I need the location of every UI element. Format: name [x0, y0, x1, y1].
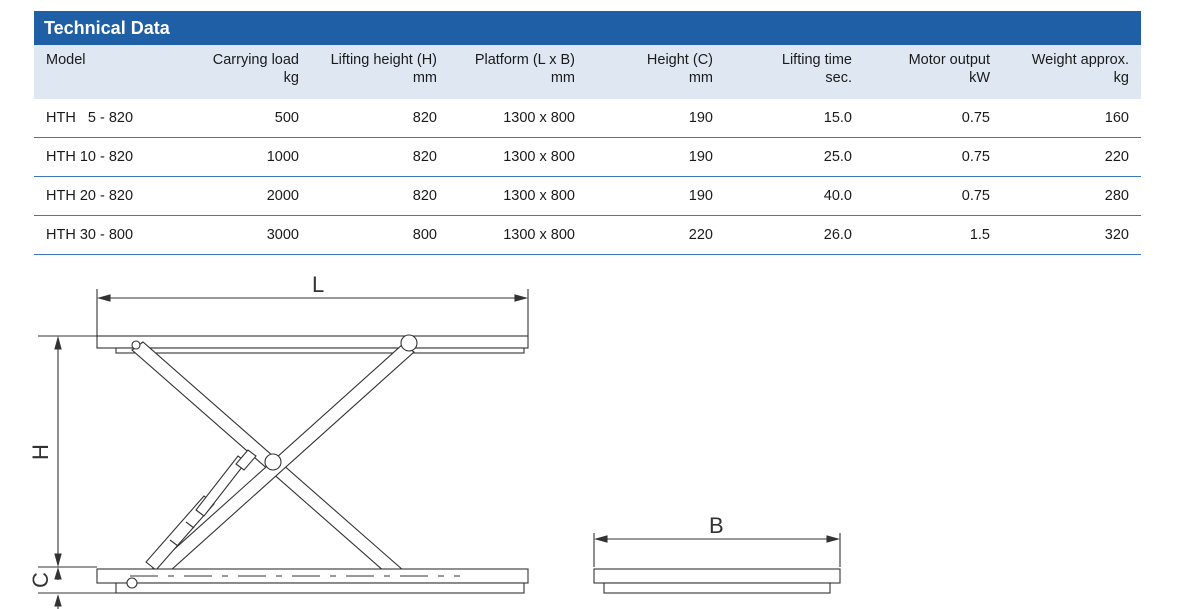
width-label: B: [709, 513, 724, 538]
table-row: HTH 5 - 820 500 820 1300 x 800 190 15.0 …: [34, 99, 1141, 138]
cell-model: HTH 30 - 800: [34, 215, 195, 255]
cell-height: 190: [587, 176, 725, 216]
cell-platform: 1300 x 800: [449, 176, 587, 216]
cell-lifting-height: 800: [311, 215, 449, 255]
cell-height: 190: [587, 99, 725, 138]
cell-height: 190: [587, 137, 725, 177]
top-platform: [96, 335, 529, 354]
length-label: L: [312, 272, 324, 297]
cell-carrying-load: 2000: [195, 176, 311, 216]
cell-motor-output: 0.75: [864, 176, 1002, 216]
base-frame: [96, 568, 529, 594]
cell-carrying-load: 3000: [195, 215, 311, 255]
cell-lifting-time: 15.0: [725, 99, 864, 138]
cell-weight: 220: [1002, 137, 1141, 177]
table-row: HTH 10 - 820 1000 820 1300 x 800 190 25.…: [34, 137, 1141, 177]
cell-lifting-height: 820: [311, 176, 449, 216]
table-row: HTH 30 - 800 3000 800 1300 x 800 220 26.…: [34, 215, 1141, 255]
cell-platform: 1300 x 800: [449, 99, 587, 138]
center-pivot-icon: [264, 453, 282, 471]
col-header-height: Height (C)mm: [587, 45, 725, 99]
cell-platform: 1300 x 800: [449, 215, 587, 255]
cell-lifting-time: 26.0: [725, 215, 864, 255]
cell-motor-output: 1.5: [864, 215, 1002, 255]
hydraulic-cylinder: [145, 449, 257, 580]
side-view: B: [593, 513, 841, 594]
cell-weight: 280: [1002, 176, 1141, 216]
col-header-weight: Weight approx.kg: [1002, 45, 1141, 99]
cell-carrying-load: 1000: [195, 137, 311, 177]
top-pin-icon: [131, 340, 141, 350]
dimension-l: L: [96, 272, 529, 336]
cell-weight: 320: [1002, 215, 1141, 255]
cell-model: HTH 20 - 820: [34, 176, 195, 216]
scissor-lift-drawing: L H C: [28, 272, 841, 609]
cell-lifting-height: 820: [311, 99, 449, 138]
scissor-arms: [131, 334, 418, 592]
dimension-c: C: [28, 567, 116, 609]
closed-height-label: C: [28, 572, 53, 588]
col-header-model: Model: [34, 45, 195, 99]
cell-carrying-load: 500: [195, 99, 311, 138]
cell-model: HTH 5 - 820: [34, 99, 195, 138]
top-roller-icon: [400, 334, 418, 352]
cell-lifting-height: 820: [311, 137, 449, 177]
cell-motor-output: 0.75: [864, 137, 1002, 177]
cell-motor-output: 0.75: [864, 99, 1002, 138]
table-row: HTH 20 - 820 2000 820 1300 x 800 190 40.…: [34, 176, 1141, 216]
cell-lifting-time: 25.0: [725, 137, 864, 177]
cell-weight: 160: [1002, 99, 1141, 138]
cell-lifting-time: 40.0: [725, 176, 864, 216]
cell-height: 220: [587, 215, 725, 255]
dimension-h: H: [28, 335, 97, 568]
col-header-lifting-height: Lifting height (H)mm: [311, 45, 449, 99]
cell-model: HTH 10 - 820: [34, 137, 195, 177]
cell-platform: 1300 x 800: [449, 137, 587, 177]
col-header-platform: Platform (L x B)mm: [449, 45, 587, 99]
height-label: H: [28, 444, 53, 460]
section-title: Technical Data: [34, 11, 1141, 45]
